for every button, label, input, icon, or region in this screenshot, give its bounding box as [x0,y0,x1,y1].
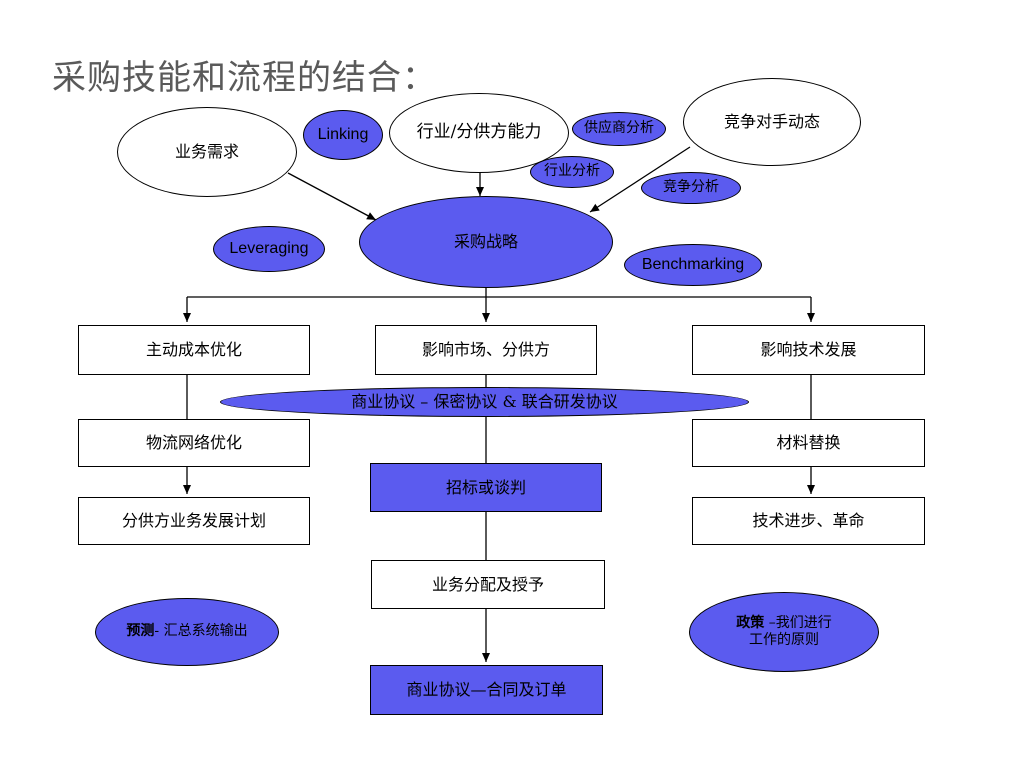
policy-text: 政策 –我们进行 工作的原则 [736,615,831,650]
business-agreement-label: 商业协议 – 保密协议 & 联合研发协议 [351,392,618,411]
policy-bold-label: 政策 [736,614,765,631]
leveraging-label: Leveraging [229,240,309,257]
contract-label: 商业协议—合同及订单 [406,680,567,699]
contract-box: 商业协议—合同及订单 [370,665,603,715]
supplier-analysis-label: 供应商分析 [584,120,654,137]
industry-analysis-tag: 行业分析 [530,156,614,188]
forecast-bold-label: 预测 [126,623,155,640]
industry-capability-label: 行业/分供方能力 [416,122,542,143]
influence-tech-box: 影响技术发展 [692,325,925,375]
influence-market-box: 影响市场、分供方 [375,325,597,375]
forecast-rest-label: - 汇总系统输出 [154,623,248,640]
logistics-optimization-label: 物流网络优化 [145,433,242,452]
business-agreement-ellipse: 商业协议 – 保密协议 & 联合研发协议 [220,387,749,417]
business-needs-label: 业务需求 [174,142,239,161]
competition-analysis-label: 竞争分析 [663,179,719,196]
bidding-label: 招标或谈判 [445,477,526,497]
material-substitution-label: 材料替换 [776,433,841,452]
influence-market-label: 影响市场、分供方 [421,340,550,359]
linking-label: Linking [317,126,369,143]
material-substitution-box: 材料替换 [692,419,925,467]
arrow-business-needs-to-strategy [287,172,377,221]
tech-progress-label: 技术进步、革命 [752,511,865,530]
forecast-ellipse: 预测- 汇总系统输出 [95,598,279,666]
page-title: 采购技能和流程的结合： [52,58,437,98]
benchmarking-label: Benchmarking [641,256,745,273]
industry-capability-ellipse: 行业/分供方能力 [389,93,569,173]
leveraging-tag: Leveraging [213,226,325,272]
supplier-analysis-tag: 供应商分析 [572,112,666,146]
competition-analysis-tag: 竞争分析 [641,172,741,204]
policy-line1-label: –我们进行 [764,614,832,631]
tech-progress-box: 技术进步、革命 [692,497,925,545]
competitor-dynamics-ellipse: 竞争对手动态 [683,78,861,166]
influence-tech-label: 影响技术发展 [760,340,857,359]
logistics-optimization-box: 物流网络优化 [78,419,310,467]
bidding-box: 招标或谈判 [370,463,602,512]
policy-line2-label: 工作的原则 [748,632,819,648]
business-allocation-box: 业务分配及授予 [371,560,605,609]
procurement-strategy-label: 采购战略 [453,232,518,251]
supplier-development-label: 分供方业务发展计划 [121,511,266,530]
industry-analysis-label: 行业分析 [544,163,600,180]
arrow-competitor-to-strategy [589,146,691,213]
procurement-strategy-ellipse: 采购战略 [359,196,613,288]
policy-ellipse: 政策 –我们进行 工作的原则 [689,592,879,672]
cost-optimization-label: 主动成本优化 [145,340,242,359]
competitor-dynamics-label: 竞争对手动态 [723,112,820,131]
linking-tag: Linking [303,110,383,160]
benchmarking-tag: Benchmarking [624,244,762,286]
supplier-development-box: 分供方业务发展计划 [78,497,310,545]
forecast-text: 预测- 汇总系统输出 [126,623,247,641]
cost-optimization-box: 主动成本优化 [78,325,310,375]
business-allocation-label: 业务分配及授予 [431,574,544,594]
business-needs-ellipse: 业务需求 [117,107,297,197]
